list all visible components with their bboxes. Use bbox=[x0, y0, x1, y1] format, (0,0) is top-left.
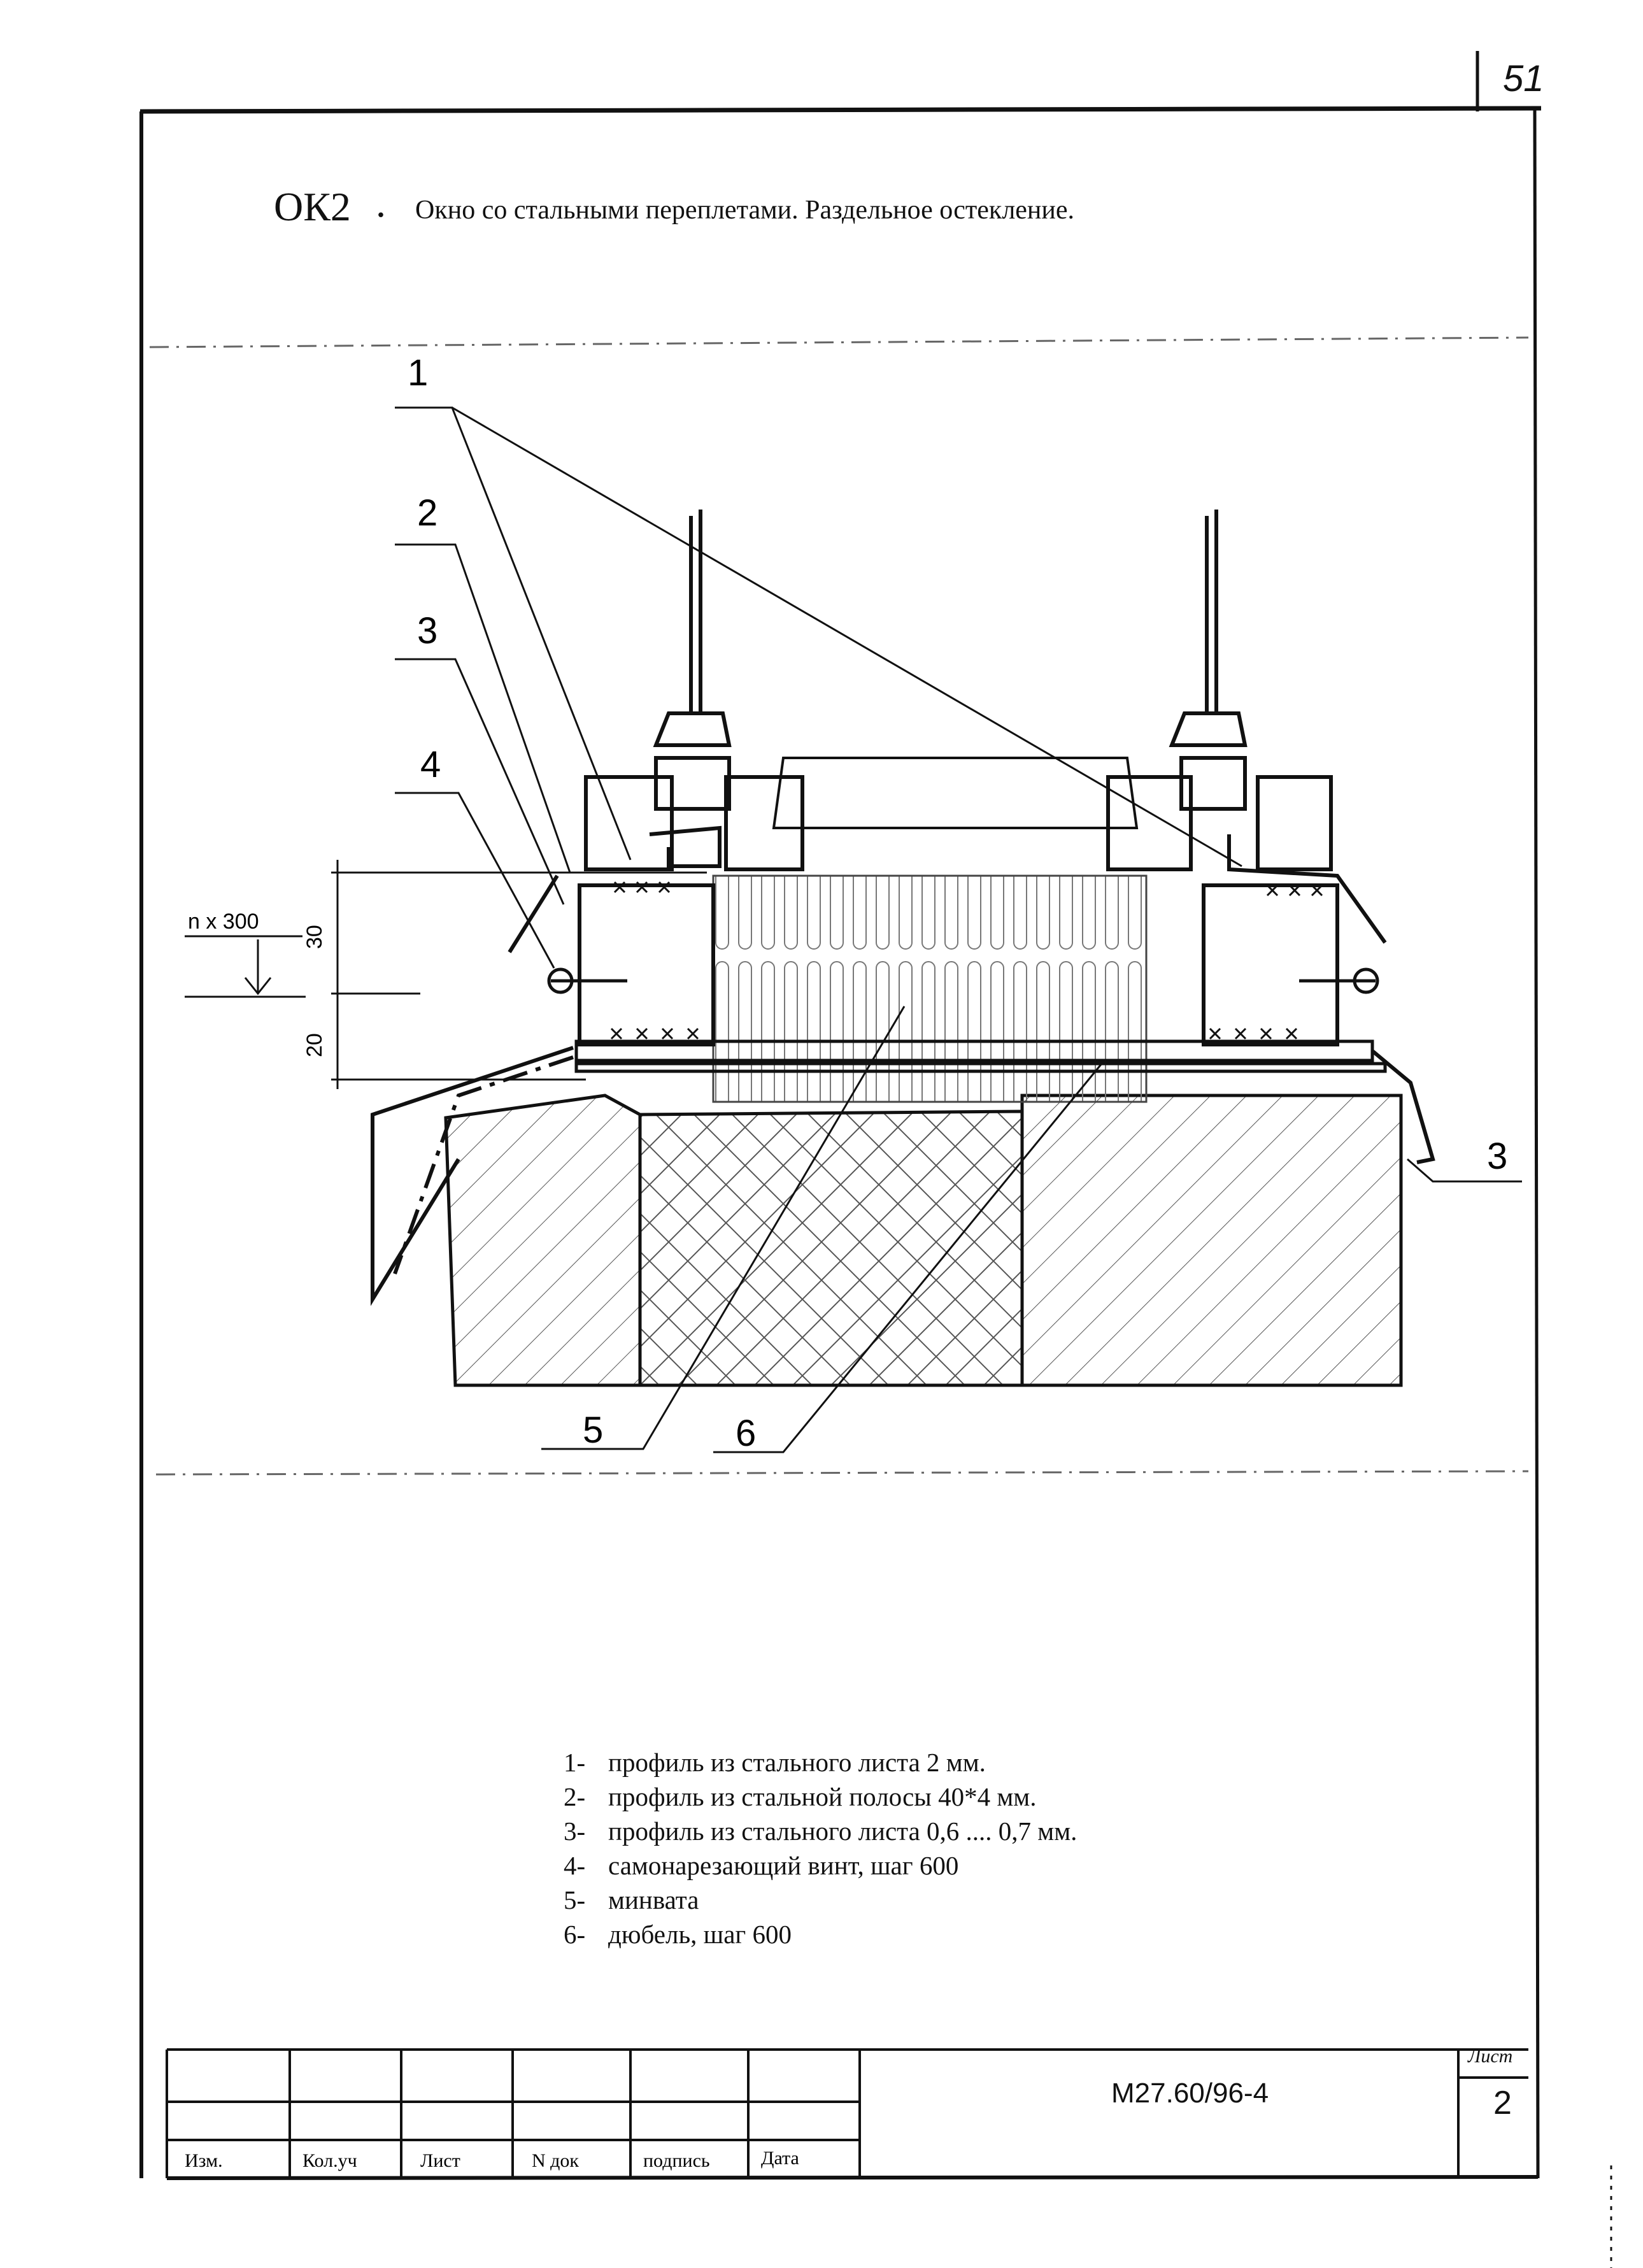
dimension-20: 20 bbox=[302, 1033, 327, 1057]
legend-item: 5-минвата bbox=[564, 1885, 699, 1915]
title-code: ОК2 bbox=[274, 184, 351, 229]
sheet-frame bbox=[139, 51, 1612, 2268]
title-block-grid bbox=[167, 2048, 1528, 2178]
callout-3-right: 3 bbox=[1487, 1136, 1507, 1177]
tb-col-kol-uch: Кол.уч bbox=[302, 2150, 357, 2171]
sheet-number: 2 bbox=[1493, 2085, 1512, 2122]
legend-item: 6-дюбель, шаг 600 bbox=[564, 1920, 792, 1949]
callout-5: 5 bbox=[583, 1409, 603, 1451]
screws bbox=[547, 967, 1379, 994]
dimension-step-label: n x 300 bbox=[188, 909, 259, 934]
top-cover-profile bbox=[772, 757, 1139, 829]
tb-col-n-dok: N док bbox=[532, 2150, 579, 2171]
legend-item: 2-профиль из стальной полосы 40*4 мм. bbox=[564, 1782, 1037, 1811]
tb-col-izm: Изм. bbox=[185, 2150, 223, 2171]
callout-4: 4 bbox=[420, 744, 441, 785]
dimension-lines bbox=[185, 860, 707, 1089]
wall-sections bbox=[444, 1094, 1403, 1387]
legend-item: 3-профиль из стального листа 0,6 .... 0,… bbox=[564, 1816, 1078, 1846]
fold-lines bbox=[149, 336, 1529, 1476]
callout-2: 2 bbox=[417, 492, 437, 534]
legend-item: 4-самонарезающий винт, шаг 600 bbox=[564, 1851, 959, 1880]
tb-col-podpis: подпись bbox=[643, 2150, 710, 2171]
callout-1: 1 bbox=[408, 352, 428, 394]
flashings bbox=[371, 1046, 1435, 1306]
tb-col-data: Дата bbox=[761, 2148, 799, 2169]
page-number: 51 bbox=[1503, 58, 1544, 99]
callout-3-left: 3 bbox=[417, 610, 437, 652]
mineral-wool bbox=[712, 874, 1148, 1103]
left-window-frame bbox=[508, 510, 804, 1046]
tb-col-list: Лист bbox=[420, 2150, 460, 2171]
dimension-30: 30 bbox=[302, 925, 327, 949]
document-code: М27.60/96-4 bbox=[1111, 2078, 1269, 2109]
title-separator: . bbox=[376, 180, 386, 225]
legend-item: 1-профиль из стального листа 2 мм. bbox=[564, 1748, 986, 1777]
title-text: Окно со стальными переплетами. Раздельно… bbox=[415, 196, 1075, 225]
leader-lines bbox=[395, 406, 1522, 1453]
sheet-label: Лист bbox=[1468, 2046, 1513, 2067]
callout-6: 6 bbox=[736, 1413, 756, 1454]
legend: 1-профиль из стального листа 2 мм. 2-про… bbox=[564, 1745, 1077, 1951]
right-window-frame bbox=[1106, 510, 1387, 1046]
sealant-marks bbox=[610, 881, 1323, 1040]
